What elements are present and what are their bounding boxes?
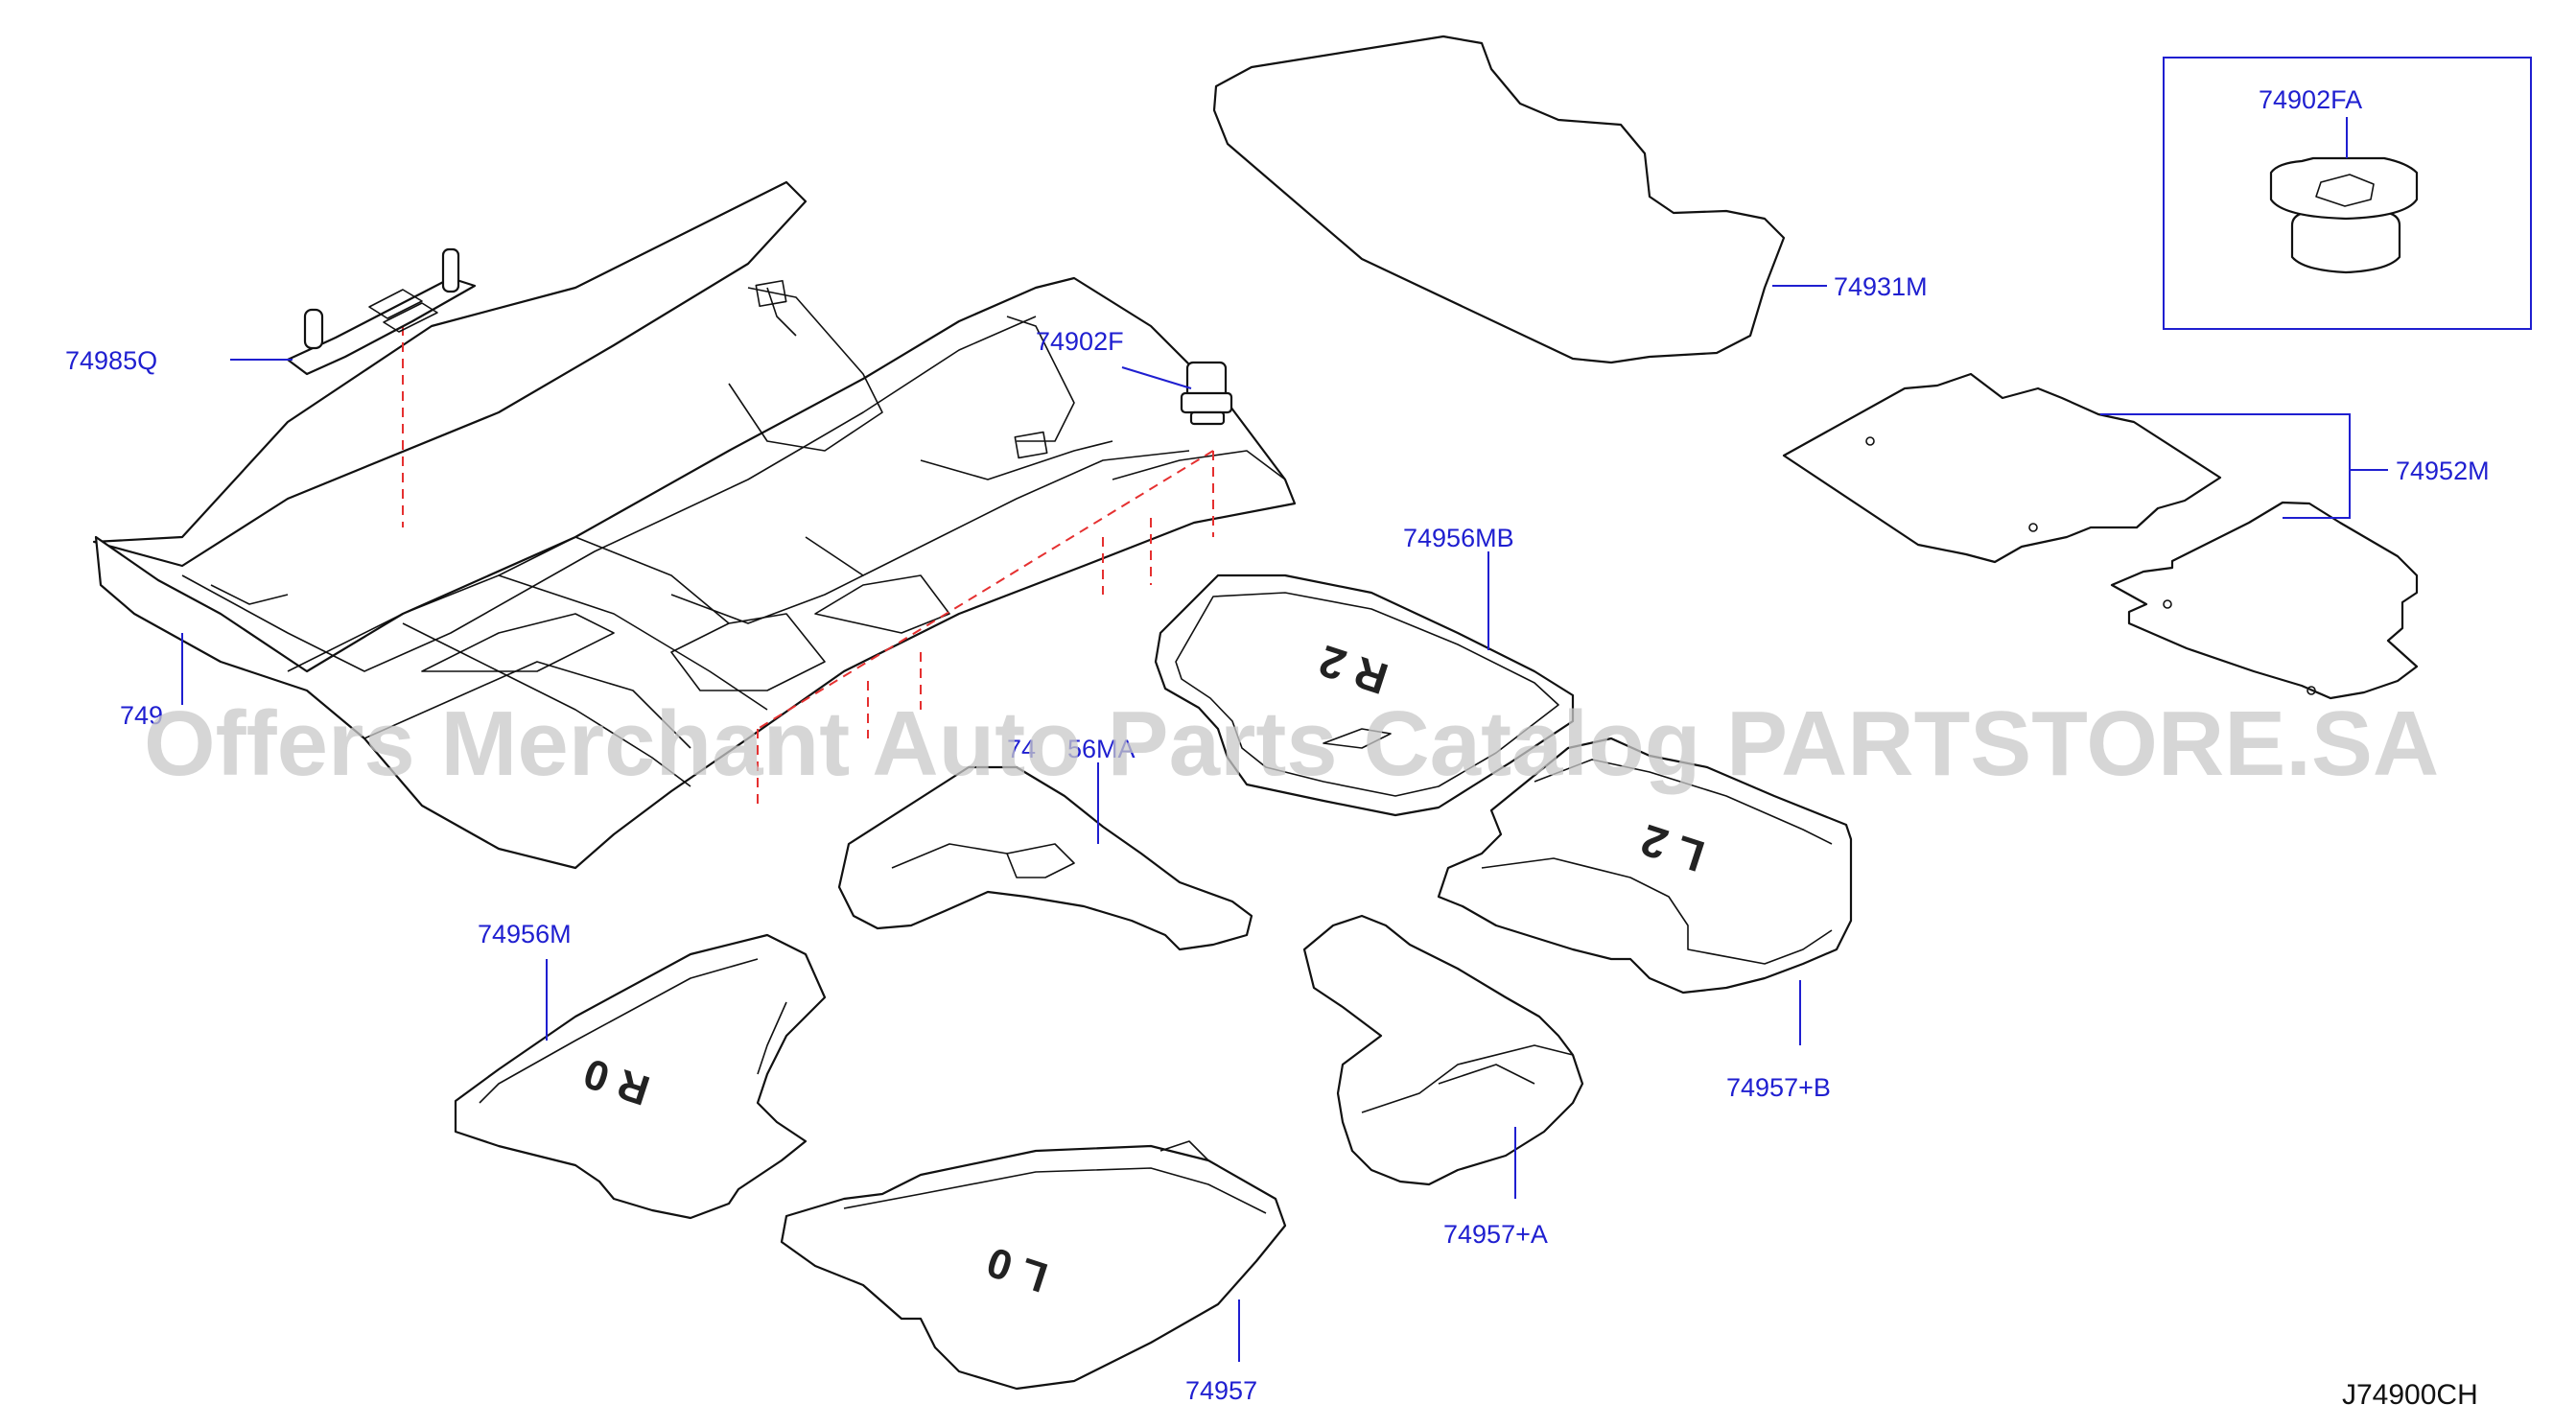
mat-sheets-74952m [1782, 372, 2419, 700]
label-74957b: 74957+B [1726, 1073, 1831, 1102]
watermark: Offers Merchant Auto Parts Catalog PARTS… [144, 692, 2439, 795]
label-74952m: 74952M [2396, 456, 2490, 485]
label-74985q: 74985Q [65, 346, 157, 375]
guide-lines [402, 326, 1214, 806]
label-74956ma-suffix: 56MA [1067, 735, 1136, 763]
floor-carpet [92, 180, 1297, 870]
label-74956ma-prefix: 74 [1007, 735, 1036, 763]
label-74957a: 74957+A [1443, 1220, 1548, 1249]
hook-clip-74985q [286, 247, 477, 376]
tunnel-mat-74957a [1302, 914, 1584, 1186]
front-left-mat-74957 [780, 1140, 1287, 1391]
label-74931m: 74931M [1834, 272, 1928, 301]
front-right-mat-74956m [454, 933, 827, 1220]
rear-right-mat-74956mb [1154, 574, 1575, 817]
part-labels: 74985Q 749 74902F 74931M 74902FA 74952M … [65, 85, 2490, 1405]
label-74902f: 74902F [1036, 327, 1124, 356]
rear-left-mat-74957b [1437, 737, 1853, 995]
label-74957: 74957 [1185, 1376, 1257, 1405]
inset-box-74902fa [2163, 57, 2532, 330]
label-74900: 749 [120, 701, 163, 730]
label-74902fa: 74902FA [2259, 85, 2362, 114]
leader-lines [181, 117, 2388, 1362]
tunnel-mat-74956ma [837, 765, 1253, 951]
label-74956mb: 74956MB [1403, 524, 1514, 552]
diagram-code: J74900CH [2342, 1379, 2478, 1411]
clip-74902f [1180, 361, 1233, 426]
label-74956m: 74956M [478, 920, 572, 948]
rear-mat-74931m [1212, 35, 1786, 364]
